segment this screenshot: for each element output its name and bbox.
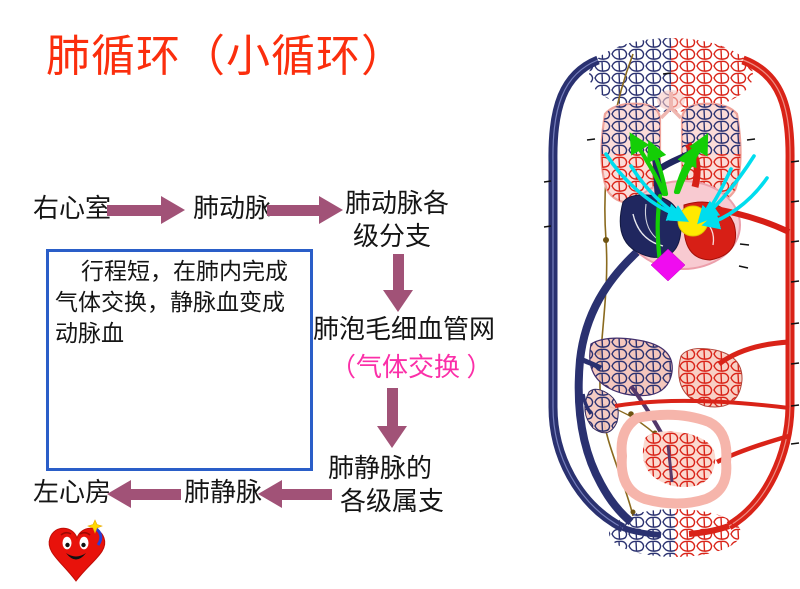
inferior-vena-cava bbox=[574, 249, 640, 526]
arrow-right-2 bbox=[267, 196, 343, 224]
heart-diamond-marker bbox=[650, 248, 686, 282]
flow-node-left-atrium: 左心房 bbox=[33, 478, 112, 507]
lower-capillary-bed bbox=[609, 509, 741, 557]
arrow-right-1 bbox=[107, 196, 185, 224]
label-ticks bbox=[543, 72, 800, 445]
flow-node-pulmonary-artery: 肺动脉 bbox=[193, 194, 272, 223]
flow-node-pa-branches: 肺动脉各 级分支 bbox=[345, 187, 449, 253]
note-line2: 气体交换，静脉血变成 bbox=[55, 290, 285, 315]
pv-tributaries-line2: 各级属支 bbox=[340, 487, 445, 516]
note-line3: 动脉血 bbox=[55, 321, 124, 346]
kidney-capillary-bed bbox=[584, 388, 619, 434]
intestines-capillary-bed bbox=[616, 409, 732, 509]
note-line1: 行程短，在肺内完成 bbox=[81, 259, 288, 284]
pv-tributaries-line1: 肺静脉的 bbox=[328, 454, 433, 483]
pulmonary-vein-arrows bbox=[604, 152, 769, 230]
arrow-left-2 bbox=[258, 480, 332, 508]
smiling-heart-icon bbox=[48, 519, 106, 582]
flow-node-right-ventricle: 右心室 bbox=[33, 194, 112, 223]
systemic-vessels bbox=[548, 55, 795, 532]
note-box: 行程短，在肺内完成 气体交换，静脉血变成 动脉血 bbox=[46, 249, 313, 471]
circulatory-system-illustration bbox=[543, 38, 800, 557]
trachea bbox=[659, 92, 683, 120]
arrow-down-1 bbox=[383, 254, 413, 312]
page-title: 肺循环（小循环） bbox=[46, 32, 406, 81]
pa-branches-line2: 级分支 bbox=[353, 222, 432, 251]
head-capillary-bed bbox=[589, 38, 753, 112]
flow-node-capillary-network: 肺泡毛细血管网 bbox=[313, 315, 496, 344]
arrow-left-1 bbox=[107, 480, 181, 508]
flow-node-pulmonary-vein: 肺静脉 bbox=[184, 478, 263, 507]
left-atrium-marker bbox=[677, 205, 709, 237]
pa-branches-line1: 肺动脉各 bbox=[345, 189, 450, 218]
flow-node-gas-exchange: （气体交换 ） bbox=[330, 353, 493, 382]
arrow-down-2 bbox=[377, 388, 407, 448]
flow-node-pv-tributaries: 肺静脉的 各级属支 bbox=[328, 452, 444, 518]
